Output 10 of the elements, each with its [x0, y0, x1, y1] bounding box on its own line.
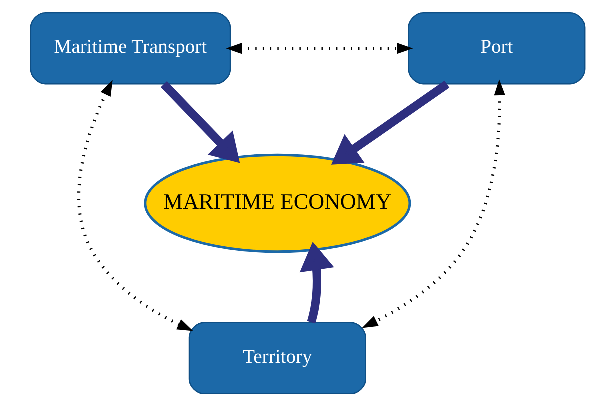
- arrow: [78, 80, 194, 332]
- node-box: Territory: [188, 322, 366, 395]
- arrow: [362, 80, 506, 328]
- node-box: Port: [408, 12, 586, 85]
- node-box: Maritime Transport: [30, 12, 232, 85]
- arrow: [331, 80, 450, 165]
- arrow: [160, 81, 240, 164]
- arrow: [226, 42, 414, 54]
- arrow: [300, 242, 334, 324]
- node-ellipse: MARITIME ECONOMY: [144, 154, 412, 254]
